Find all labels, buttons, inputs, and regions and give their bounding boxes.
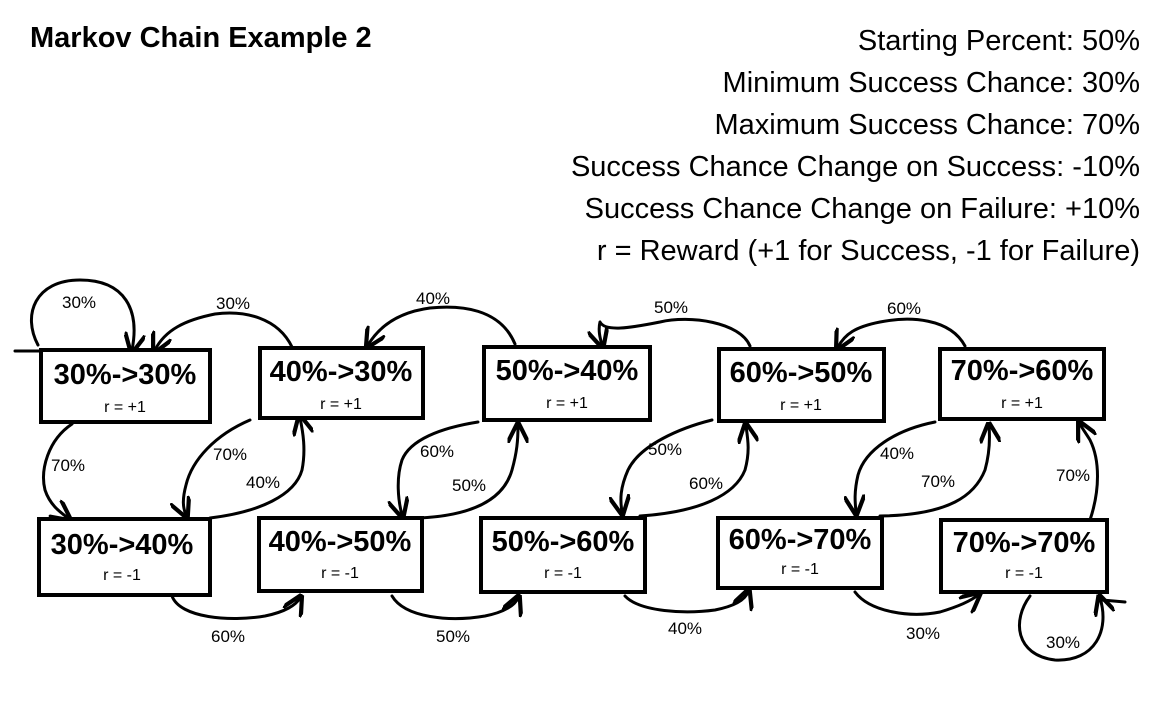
state-30-30: 30%->30% r = +1: [39, 348, 212, 424]
state-reward: r = -1: [1005, 565, 1043, 582]
arrow-60-70-to-70-70: [853, 592, 978, 616]
prob-40-30-to-30-30: 30%: [216, 294, 250, 313]
state-label: 40%->30%: [270, 356, 413, 388]
prob-50-60-to-60-70: 40%: [668, 619, 702, 638]
prob-70-70-to-70-60: 70%: [1056, 466, 1090, 485]
state-reward: r = -1: [103, 567, 141, 584]
arrow-70-60-to-60-70: [855, 420, 937, 512]
transition-arrows: [13, 278, 1127, 662]
arrow-40-50-to-50-60: [390, 596, 518, 621]
arrow-60-50-to-50-40: [599, 317, 752, 346]
parameters-block: Starting Percent: 50% Minimum Success Ch…: [571, 20, 1140, 272]
arrow-70-60-to-60-50: [838, 317, 967, 347]
maximum-success-text: Maximum Success Chance: 70%: [714, 109, 1141, 141]
state-70-60: 70%->60% r = +1: [938, 347, 1106, 421]
prob-40-50-to-50-60: 50%: [436, 627, 470, 646]
arrow-40-50-to-50-40: [418, 426, 518, 520]
state-label: 70%->60%: [951, 355, 1094, 387]
state-label: 60%->50%: [730, 357, 873, 389]
prob-40-30-to-30-40: 70%: [213, 445, 247, 464]
prob-60-50-to-50-60: 50%: [648, 440, 682, 459]
state-30-40: 30%->40% r = -1: [37, 517, 212, 597]
arrow-70-70-stub: [1100, 598, 1127, 604]
prob-70-70-self: 30%: [1046, 633, 1080, 652]
state-label: 50%->40%: [496, 355, 639, 387]
prob-50-60-to-60-50: 60%: [689, 474, 723, 493]
arrow-70-70-self-loop: [1017, 596, 1103, 662]
state-reward: r = +1: [1001, 395, 1043, 412]
state-label: 30%->30%: [54, 359, 197, 391]
state-label: 50%->60%: [492, 526, 635, 558]
state-label: 70%->70%: [953, 527, 1096, 559]
prob-50-40-to-40-50: 60%: [420, 442, 454, 461]
state-reward: r = -1: [544, 565, 582, 582]
state-60-50: 60%->50% r = +1: [717, 347, 886, 423]
prob-60-50-to-50-40: 50%: [654, 298, 688, 317]
state-reward: r = +1: [104, 399, 146, 416]
state-50-60: 50%->60% r = -1: [479, 516, 647, 594]
arrow-60-70-to-70-60: [878, 426, 990, 518]
arrow-30-30-to-30-40: [42, 422, 72, 518]
state-50-40: 50%->40% r = +1: [482, 345, 652, 422]
state-reward: r = +1: [780, 397, 822, 414]
minimum-success-text: Minimum Success Chance: 30%: [722, 67, 1140, 99]
arrow-30-40-to-40-50: [170, 596, 300, 621]
prob-70-60-to-60-50: 60%: [887, 299, 921, 318]
arrow-50-60-to-60-50: [638, 426, 748, 518]
arrow-30-30-self-loop: [29, 278, 134, 350]
arrow-30-40-to-40-30: [208, 418, 304, 520]
arrow-40-30-to-30-30: [155, 311, 294, 350]
arrow-40-30-to-30-40: [183, 418, 252, 515]
prob-30-30-self: 30%: [62, 293, 96, 312]
prob-50-40-to-40-30: 40%: [416, 289, 450, 308]
prob-30-40-to-40-50: 60%: [211, 627, 245, 646]
reward-legend-text: r = Reward (+1 for Success, -1 for Failu…: [596, 235, 1140, 267]
transition-probabilities: 30% 30% 40% 50% 60% 70% 70% 40% 60% 50% …: [51, 289, 1090, 652]
state-40-50: 40%->50% r = -1: [257, 516, 424, 593]
state-70-70: 70%->70% r = -1: [939, 518, 1109, 594]
prob-40-50-to-50-40: 50%: [452, 476, 486, 495]
arrow-50-60-to-60-70: [623, 592, 748, 614]
state-reward: r = -1: [781, 561, 819, 578]
change-on-success-text: Success Chance Change on Success: -10%: [570, 151, 1140, 183]
prob-30-30-to-30-40: 70%: [51, 456, 85, 475]
state-label: 30%->40%: [51, 529, 194, 561]
arrow-50-40-to-40-30: [368, 305, 517, 345]
state-reward: r = +1: [546, 395, 588, 412]
prob-70-60-to-60-70: 40%: [880, 444, 914, 463]
state-label: 60%->70%: [729, 524, 872, 556]
state-60-70: 60%->70% r = -1: [716, 516, 884, 590]
arrow-70-70-to-70-60: [1080, 424, 1099, 522]
prob-60-70-to-70-70: 30%: [906, 624, 940, 643]
prob-30-40-to-40-30: 40%: [246, 473, 280, 492]
state-40-30: 40%->30% r = +1: [258, 346, 425, 420]
arrow-60-50-to-50-60: [621, 418, 714, 512]
state-label: 40%->50%: [269, 526, 412, 558]
change-on-failure-text: Success Chance Change on Failure: +10%: [584, 193, 1140, 225]
state-reward: r = -1: [321, 565, 359, 582]
arrow-50-40-to-40-50: [398, 420, 480, 515]
state-reward: r = +1: [320, 396, 362, 413]
starting-percent-text: Starting Percent: 50%: [857, 25, 1140, 57]
prob-60-70-to-70-60: 70%: [921, 472, 955, 491]
diagram-title: Markov Chain Example 2: [30, 22, 372, 54]
